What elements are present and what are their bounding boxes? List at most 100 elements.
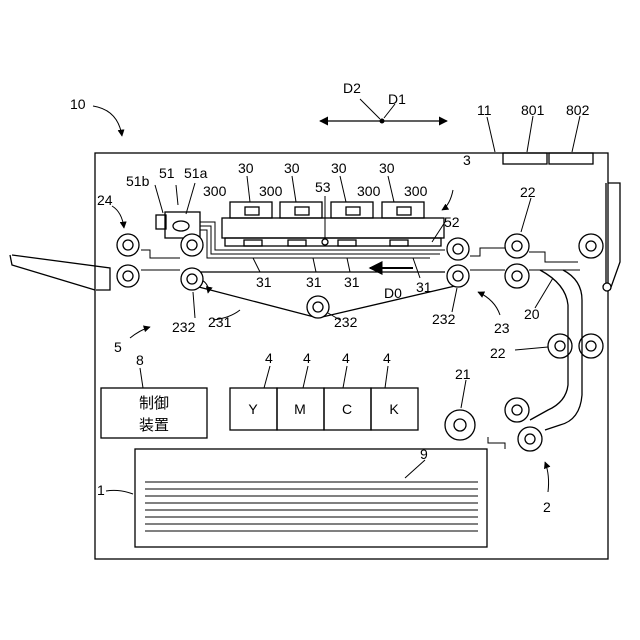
head-chip <box>245 207 259 215</box>
label-231: 231 <box>208 314 232 330</box>
label-24: 24 <box>97 192 113 208</box>
panel-802 <box>549 153 593 164</box>
leader <box>388 176 394 202</box>
label-22: 22 <box>520 184 536 200</box>
label-4: 4 <box>303 350 311 366</box>
nozzle <box>288 240 306 246</box>
paper-guide <box>529 252 580 270</box>
label-10: 10 <box>70 96 86 112</box>
housing <box>95 153 608 559</box>
leader <box>487 117 495 152</box>
label-51a: 51a <box>184 165 208 181</box>
ink-tank-label: C <box>342 401 352 417</box>
leader <box>545 462 549 492</box>
label-30: 30 <box>284 160 300 176</box>
leader <box>527 116 533 152</box>
label-21: 21 <box>455 366 471 382</box>
leader <box>452 288 457 312</box>
leader <box>360 99 380 119</box>
leader <box>347 258 350 272</box>
head-chip <box>346 207 360 215</box>
label-51b: 51b <box>126 173 150 189</box>
label-3: 3 <box>463 152 471 168</box>
label-20: 20 <box>524 306 540 322</box>
leader <box>247 176 250 202</box>
leader <box>193 292 195 318</box>
leader <box>303 366 308 388</box>
label-30: 30 <box>238 160 254 176</box>
label-1: 1 <box>97 482 105 498</box>
leader <box>343 366 347 388</box>
leader <box>442 190 453 210</box>
nozzle <box>390 240 408 246</box>
label-31: 31 <box>416 279 432 295</box>
ink-tank-label: K <box>389 401 399 417</box>
leader <box>155 185 163 213</box>
head-unit <box>222 218 444 238</box>
label-300: 300 <box>404 183 428 199</box>
label-9: 9 <box>420 446 428 462</box>
label-52: 52 <box>444 214 460 230</box>
nozzle <box>338 240 356 246</box>
paper-cassette <box>135 449 487 547</box>
leader <box>313 258 316 272</box>
leader <box>515 347 548 350</box>
label-d2: D2 <box>343 80 361 96</box>
label-4: 4 <box>342 350 350 366</box>
leader <box>478 292 500 315</box>
leader <box>93 106 122 136</box>
label-300: 300 <box>259 183 283 199</box>
leader <box>521 198 531 232</box>
label-232: 232 <box>172 319 196 335</box>
label-801: 801 <box>521 102 545 118</box>
direction-dot <box>380 119 385 124</box>
label-23: 23 <box>494 320 510 336</box>
head-chip <box>397 207 411 215</box>
label-232: 232 <box>432 311 456 327</box>
label-2: 2 <box>543 499 551 515</box>
leader <box>461 380 466 408</box>
leader <box>253 258 260 272</box>
label-300: 300 <box>357 183 381 199</box>
paper-guide <box>488 437 505 449</box>
label-53: 53 <box>315 179 331 195</box>
sensor-53 <box>322 239 328 245</box>
label-300: 300 <box>203 183 227 199</box>
label-31: 31 <box>344 274 360 290</box>
door-hinge <box>603 283 611 291</box>
leader <box>292 176 296 202</box>
head-chip <box>295 207 309 215</box>
label-d0: D0 <box>384 285 402 301</box>
paper-stack <box>145 482 478 531</box>
rollers <box>117 234 603 451</box>
label-30: 30 <box>331 160 347 176</box>
label-11: 11 <box>477 102 492 118</box>
label-d1: D1 <box>388 91 406 107</box>
leader <box>535 278 553 308</box>
leader <box>176 185 178 205</box>
controller-line2: 装置 <box>139 417 169 434</box>
label-232: 232 <box>334 314 358 330</box>
leader <box>572 116 580 152</box>
leader <box>264 366 270 388</box>
panel-801 <box>503 153 547 164</box>
leader <box>130 327 150 338</box>
label-30: 30 <box>379 160 395 176</box>
label-4: 4 <box>265 350 273 366</box>
label-31: 31 <box>256 274 272 290</box>
label-51: 51 <box>159 165 175 181</box>
label-8: 8 <box>136 352 144 368</box>
ink-tank-label: M <box>294 401 306 417</box>
label-22: 22 <box>490 345 506 361</box>
paper-guide <box>141 250 180 270</box>
leader <box>186 183 195 214</box>
label-31: 31 <box>306 274 322 290</box>
paper-guide <box>470 248 505 270</box>
nozzle <box>244 240 262 246</box>
leader <box>385 366 388 388</box>
leader <box>140 368 143 388</box>
controller-line1: 制御 <box>139 395 169 412</box>
leader <box>405 460 425 478</box>
label-802: 802 <box>566 102 590 118</box>
